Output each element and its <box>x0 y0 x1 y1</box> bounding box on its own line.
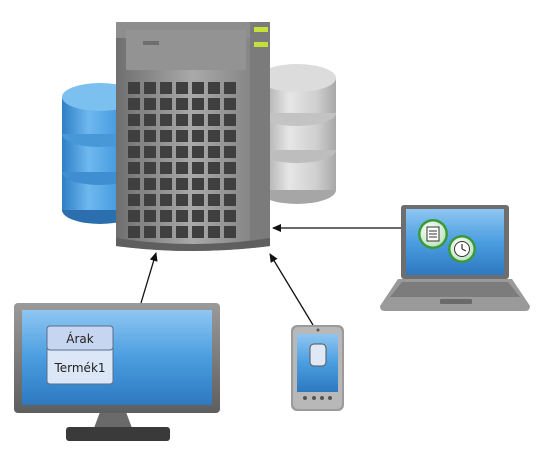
vent-cell <box>160 194 172 206</box>
vent-cell <box>144 146 156 158</box>
vent-cell <box>224 162 236 174</box>
desktop-monitor-icon: Árak Termék1 <box>14 303 220 441</box>
vent-cell <box>160 146 172 158</box>
document-icon <box>418 219 448 249</box>
vent-cell <box>224 130 236 142</box>
arrow-desktop-to-server <box>140 252 158 304</box>
vent-cell <box>160 98 172 110</box>
vent-cell <box>160 130 172 142</box>
vent-cell <box>192 114 204 126</box>
vent-cell <box>224 114 236 126</box>
vent-cell <box>144 178 156 190</box>
vent-cell <box>160 210 172 222</box>
vent-cell <box>208 98 220 110</box>
price-card: Árak Termék1 <box>46 325 114 385</box>
vent-cell <box>128 130 140 142</box>
vent-cell <box>160 162 172 174</box>
vent-cell <box>208 114 220 126</box>
vent-cell <box>128 178 140 190</box>
clock-icon <box>448 235 476 263</box>
vent-cell <box>224 146 236 158</box>
vent-cell <box>192 98 204 110</box>
vent-cell <box>224 226 236 238</box>
vent-cell <box>208 130 220 142</box>
vent-cell <box>224 178 236 190</box>
vent-cell <box>160 226 172 238</box>
vent-cell <box>176 226 188 238</box>
laptop-icon <box>380 205 530 311</box>
vent-cell <box>144 130 156 142</box>
vent-cell <box>144 114 156 126</box>
vent-cell <box>192 130 204 142</box>
vent-cell <box>176 130 188 142</box>
smartphone-icon <box>291 325 344 411</box>
vent-cell <box>176 194 188 206</box>
vent-cell <box>128 194 140 206</box>
vent-cell <box>176 162 188 174</box>
vent-cell <box>128 146 140 158</box>
vent-cell <box>160 82 172 94</box>
vent-cell <box>192 194 204 206</box>
phone-app-icon <box>309 343 327 367</box>
vent-cell <box>144 162 156 174</box>
vent-cell <box>176 146 188 158</box>
vent-cell <box>192 178 204 190</box>
vent-cell <box>176 114 188 126</box>
vent-cell <box>144 82 156 94</box>
vent-cell <box>176 98 188 110</box>
card-item-label: Termék1 <box>53 361 105 375</box>
vent-cell <box>208 146 220 158</box>
vent-cell <box>160 178 172 190</box>
vent-cell <box>208 162 220 174</box>
vent-cell <box>192 82 204 94</box>
vent-cell <box>128 114 140 126</box>
card-header-label: Árak <box>66 331 93 346</box>
vent-cell <box>224 194 236 206</box>
vent-cell <box>176 82 188 94</box>
vent-cell <box>144 226 156 238</box>
vent-cell <box>128 82 140 94</box>
vent-cell <box>128 162 140 174</box>
vent-cell <box>208 82 220 94</box>
vent-cell <box>144 210 156 222</box>
server-tower-icon <box>116 22 270 251</box>
database-gray-icon <box>258 64 336 204</box>
vent-cell <box>192 226 204 238</box>
vent-cell <box>128 226 140 238</box>
vent-cell <box>144 98 156 110</box>
arrow-phone-to-server <box>269 253 314 326</box>
vent-cell <box>208 226 220 238</box>
vent-cell <box>224 210 236 222</box>
vent-cell <box>208 178 220 190</box>
vent-cell <box>192 162 204 174</box>
server-vent-grid <box>128 82 236 238</box>
vent-cell <box>208 194 220 206</box>
vent-cell <box>128 98 140 110</box>
vent-cell <box>144 194 156 206</box>
vent-cell <box>192 146 204 158</box>
vent-cell <box>176 210 188 222</box>
led-indicator <box>254 42 268 47</box>
vent-cell <box>192 210 204 222</box>
vent-cell <box>160 114 172 126</box>
vent-cell <box>224 98 236 110</box>
vent-cell <box>224 82 236 94</box>
vent-cell <box>208 210 220 222</box>
vent-cell <box>128 210 140 222</box>
vent-cell <box>176 178 188 190</box>
led-indicator <box>254 27 268 32</box>
